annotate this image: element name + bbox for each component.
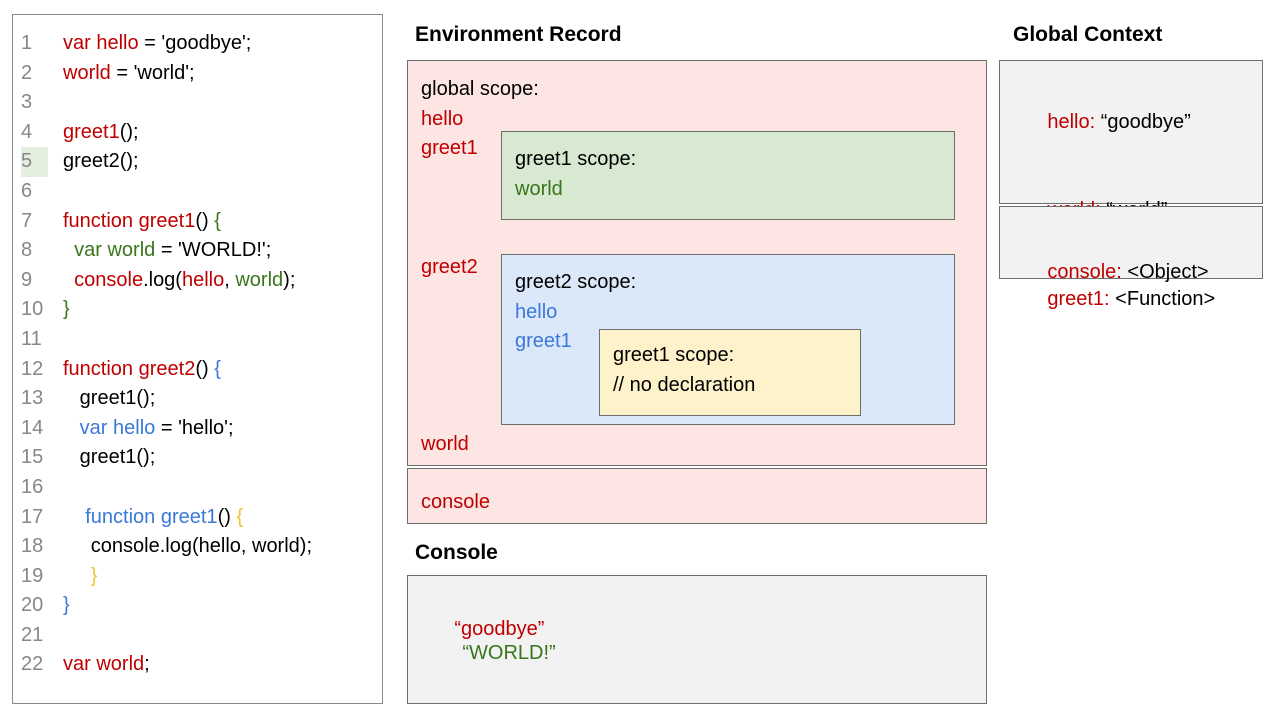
line-number: 17 <box>21 505 44 528</box>
code-line: 17 function greet1() { <box>13 503 382 533</box>
code-line: 12 function greet2() { <box>13 355 382 385</box>
line-number: 22 <box>21 653 44 676</box>
line-number: 15 <box>21 446 44 469</box>
gc-console-name: console: <box>1047 260 1122 283</box>
console-output-goodbye: “goodbye” <box>454 618 545 640</box>
line-number: 7 <box>21 209 33 232</box>
console-title: Console <box>415 541 498 564</box>
greet2-scope-box: greet2 scope: hello greet1 greet1 scope:… <box>501 254 955 425</box>
code-line: 4 greet1(); <box>13 118 382 148</box>
code-text: } <box>90 564 98 587</box>
gc-console-value: <Object> <box>1121 260 1209 283</box>
code-line: 5 greet2(); <box>13 147 382 177</box>
code-text: world = 'world'; <box>63 61 195 84</box>
code-lines: 1 var hello = 'goodbye'; 2 world = 'world';… <box>13 29 382 680</box>
line-number: 3 <box>21 91 33 114</box>
code-text: var world; <box>63 653 150 676</box>
line-number: 11 <box>21 327 42 350</box>
code-line: 21 <box>13 621 382 651</box>
console-record-var: console <box>421 491 490 513</box>
code-text: greet1(); <box>63 120 139 143</box>
global-scope-var-greet1: greet1 <box>421 137 478 159</box>
global-scope-label: global scope: <box>421 78 539 100</box>
line-number: 20 <box>21 594 44 617</box>
code-line: 9 console.log(hello, world); <box>13 266 382 296</box>
greet1-inner-scope-comment: // no declaration <box>613 374 756 396</box>
code-line: 2 world = 'world'; <box>13 59 382 89</box>
environment-record-title: Environment Record <box>415 23 622 46</box>
code-line: 8 var world = 'WORLD!'; <box>13 236 382 266</box>
code-editor-panel: 1 var hello = 'goodbye'; 2 world = 'world';… <box>12 14 383 704</box>
code-text: var hello = 'hello'; <box>79 416 234 439</box>
console-output-line: “goodbye” “WORLD!” <box>421 593 556 689</box>
console-output-world: “WORLD!” <box>462 642 556 664</box>
code-line: 1 var hello = 'goodbye'; <box>13 29 382 59</box>
code-text: greet2(); <box>63 150 139 173</box>
code-text: var world = 'WORLD!'; <box>74 239 272 262</box>
code-text: var hello = 'goodbye'; <box>63 32 252 54</box>
code-text: greet1(); <box>63 446 156 469</box>
global-context-console-box: console: <Object> <box>999 206 1263 283</box>
code-text: } <box>63 594 70 617</box>
global-context-title: Global Context <box>1013 23 1163 46</box>
global-context-row-hello: hello: “goodbye” <box>1014 78 1262 167</box>
gc-hello-name: hello: <box>1047 110 1096 133</box>
console-output-box: “goodbye” “WORLD!” <box>407 575 987 704</box>
line-number: 16 <box>21 475 44 498</box>
code-line: 16 <box>13 473 382 503</box>
code-line: 11 <box>13 325 382 355</box>
greet2-scope-label: greet2 scope: <box>515 271 637 293</box>
greet1-scope-var-world: world <box>515 178 563 200</box>
gc-greet1-value: <Function> <box>1109 288 1216 311</box>
line-number: 14 <box>21 416 44 439</box>
line-number: 18 <box>21 535 44 558</box>
line-number: 10 <box>21 298 44 321</box>
line-number: 4 <box>21 120 33 143</box>
global-scope-var-hello: hello <box>421 108 464 130</box>
greet1-scope-box: greet1 scope: world <box>501 131 955 220</box>
global-scope-var-world: world <box>421 433 469 455</box>
gc-greet1-name: greet1: <box>1047 288 1110 311</box>
code-line: 10} <box>13 295 382 325</box>
code-line: 15 greet1(); <box>13 443 382 473</box>
greet1-inner-scope-box: greet1 scope: // no declaration <box>599 329 861 416</box>
global-scope-box: global scope: hello greet1 greet2 world … <box>407 60 987 466</box>
global-context-row-greet1: greet1: <Function> <box>1014 256 1262 345</box>
line-number: 9 <box>21 268 33 291</box>
code-line: 20} <box>13 591 382 621</box>
code-text: function greet1() { <box>63 209 221 232</box>
code-line: 14 var hello = 'hello'; <box>13 414 382 444</box>
code-line: 3 <box>13 88 382 118</box>
line-number: 6 <box>21 179 33 202</box>
line-number: 1 <box>21 32 33 54</box>
code-text: console.log(hello, world); <box>63 535 313 558</box>
code-line: 22 var world; <box>13 650 382 680</box>
greet2-scope-var-greet1: greet1 <box>515 330 572 352</box>
code-line: 7 function greet1() { <box>13 207 382 237</box>
gc-hello-value: “goodbye” <box>1095 110 1191 133</box>
code-line: 13 greet1(); <box>13 384 382 414</box>
code-text: function greet1() { <box>85 505 244 528</box>
console-record-box: console <box>407 468 987 524</box>
code-line: 6 <box>13 177 382 207</box>
line-number: 21 <box>21 623 44 646</box>
code-text: function greet2() { <box>63 357 221 380</box>
line-number: 5 <box>21 147 48 177</box>
line-number: 12 <box>21 357 44 380</box>
code-text: greet1(); <box>63 387 156 410</box>
code-text: console.log(hello, world); <box>74 268 296 291</box>
code-text: } <box>63 298 70 321</box>
greet2-scope-var-hello: hello <box>515 301 558 323</box>
greet1-inner-scope-label: greet1 scope: <box>613 344 735 366</box>
global-context-row-console: console: <Object> <box>1014 228 1262 317</box>
global-scope-var-greet2: greet2 <box>421 256 478 278</box>
global-context-variables-box: hello: “goodbye” world: “world” greet1: … <box>999 60 1263 310</box>
line-number: 13 <box>21 387 44 410</box>
line-number: 8 <box>21 239 33 262</box>
code-line: 18 console.log(hello, world); <box>13 532 382 562</box>
greet1-scope-label: greet1 scope: <box>515 148 637 170</box>
code-line: 19 } <box>13 562 382 592</box>
line-number: 19 <box>21 564 44 587</box>
line-number: 2 <box>21 61 33 84</box>
